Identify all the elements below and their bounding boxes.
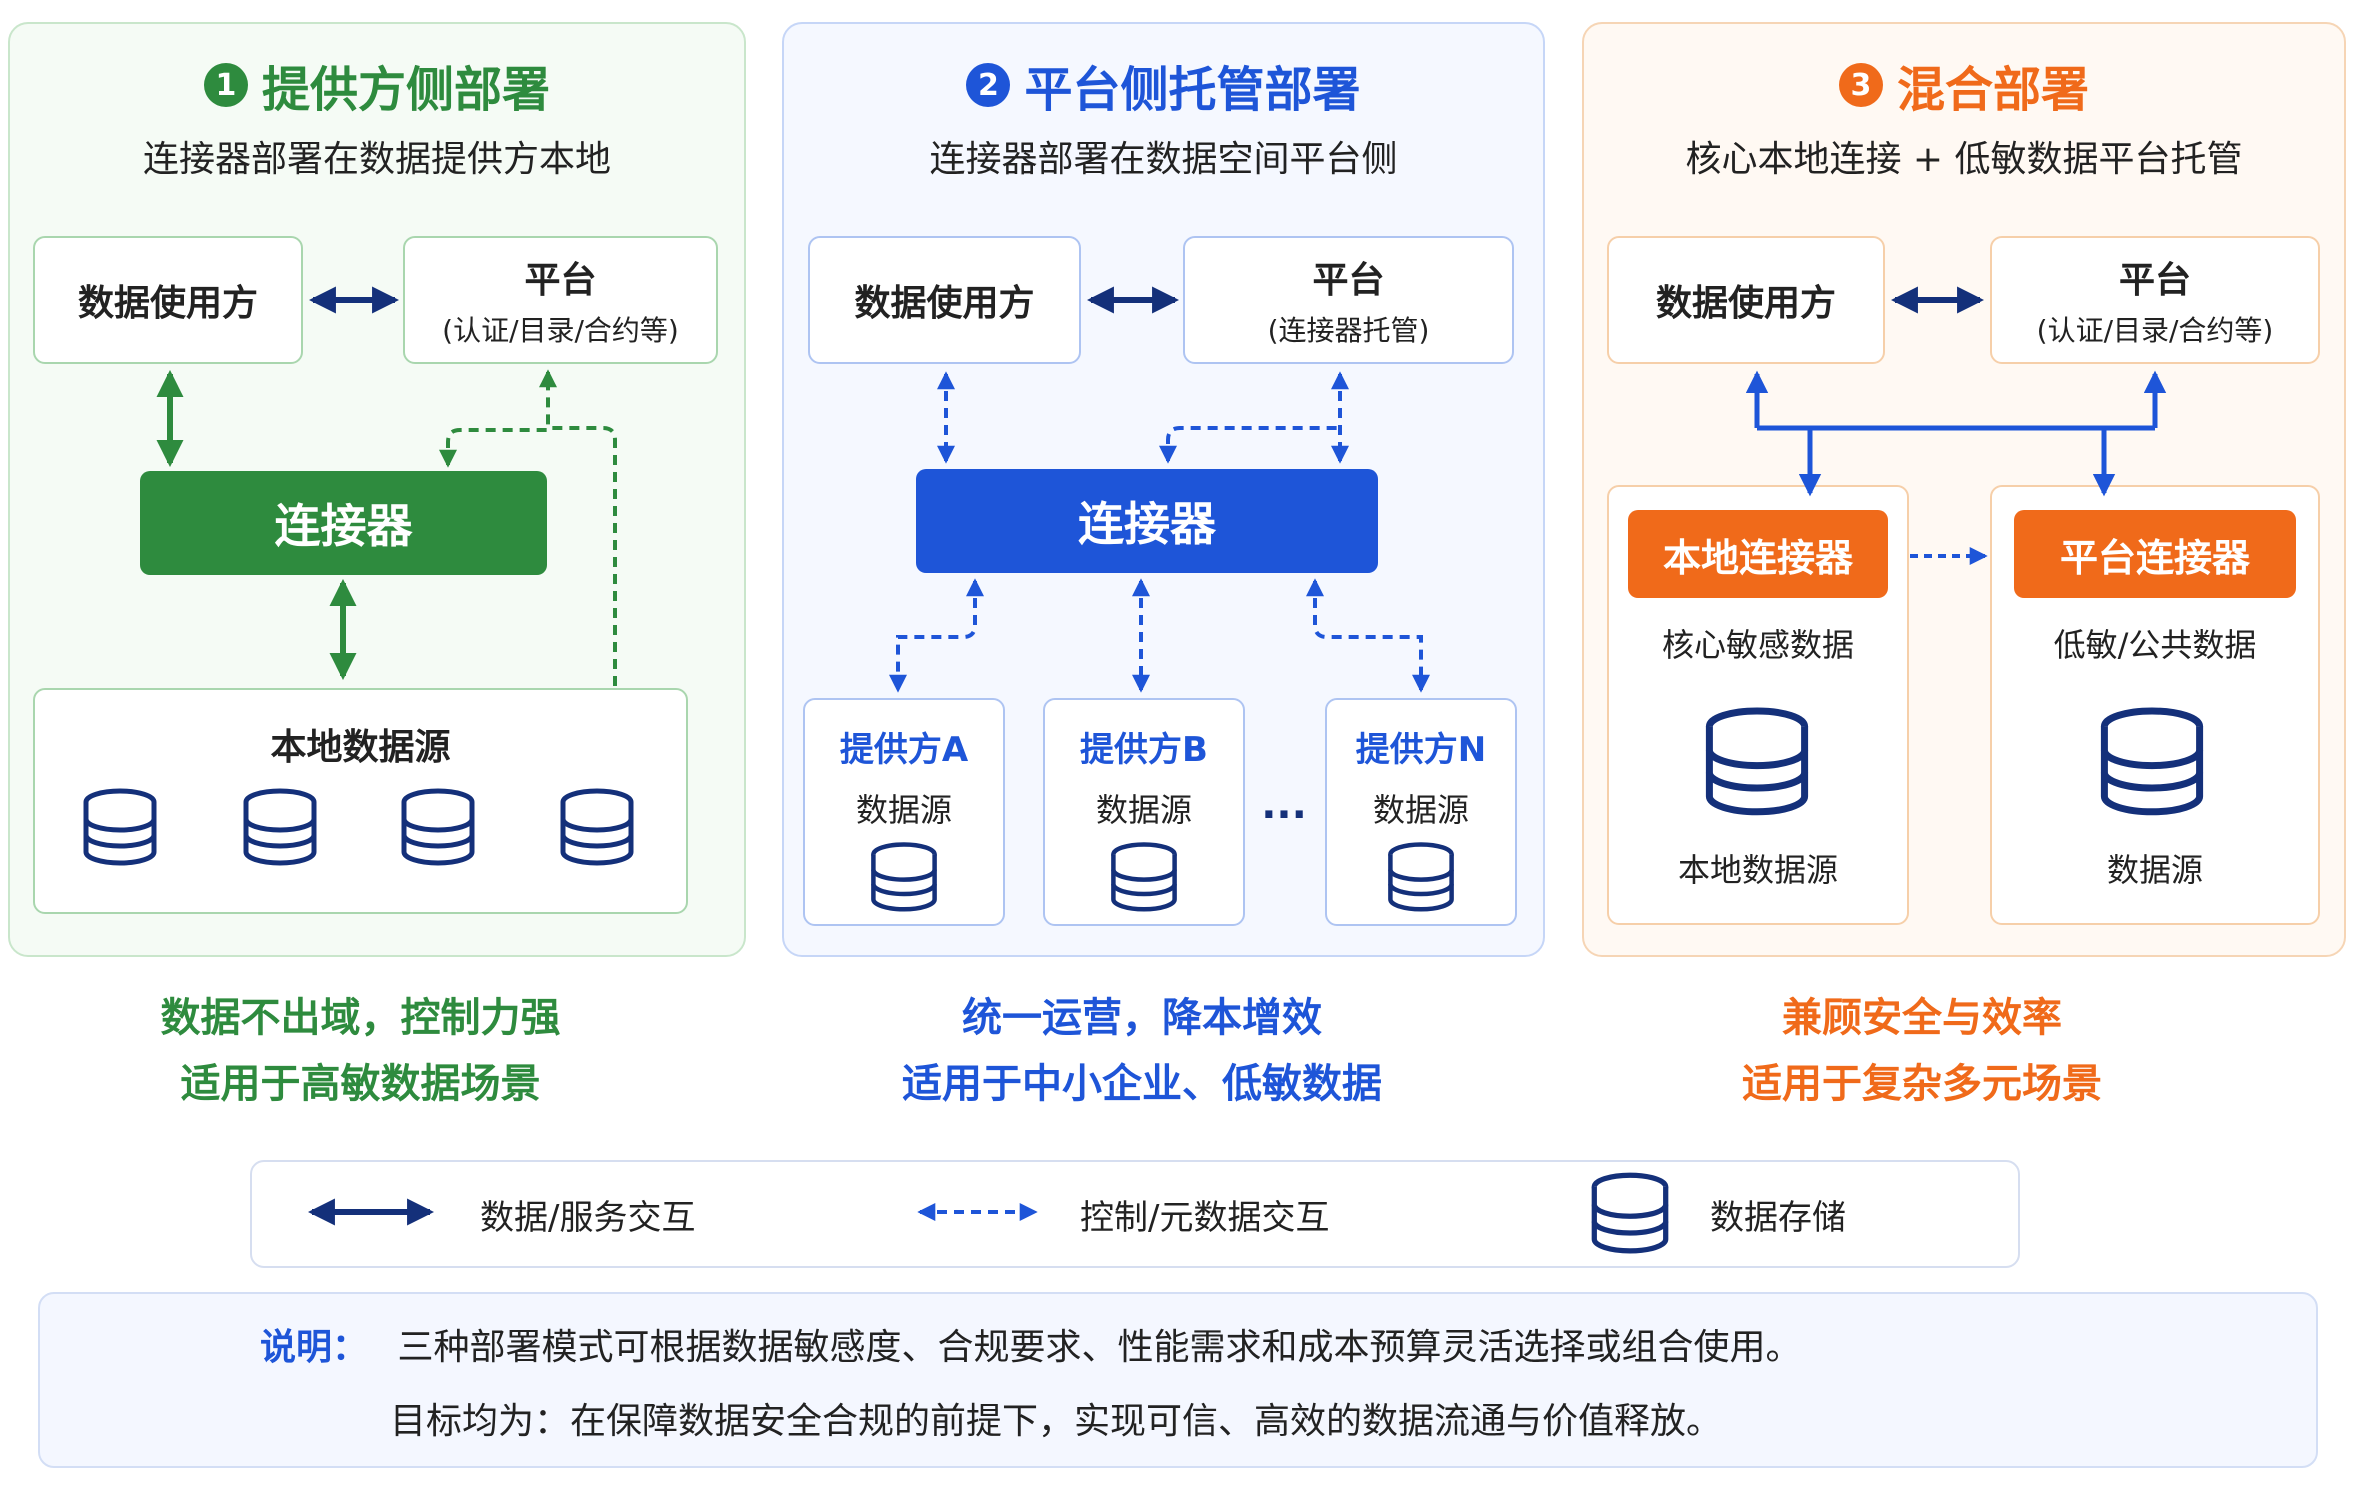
legend xyxy=(250,1160,2020,1268)
note-box xyxy=(38,1292,2318,1468)
note-line-2: 目标均为：在保障数据安全合规的前提下，实现可信、高效的数据流通与价值释放。 xyxy=(390,1401,1723,1442)
panel3-platform-store-label: 数据源 xyxy=(2106,851,2203,889)
panel2-provider-a-label: 提供方A xyxy=(839,730,969,770)
panel3-platform-connector: 平台连接器 xyxy=(2014,510,2296,598)
panel3-title-text: 混合部署 xyxy=(1896,62,2089,118)
legend-storage-label: 数据存储 xyxy=(1710,1198,1846,1238)
panel3-footer: 兼顾安全与效率 适用于复杂多元场景 xyxy=(1582,985,2262,1117)
note-line-1: 说明： 三种部署模式可根据数据敏感度、合规要求、性能需求和成本预算灵活选择或组合… xyxy=(260,1318,1801,1370)
legend-solid-label: 数据/服务交互 xyxy=(480,1198,696,1238)
panel1-number-badge: 1 xyxy=(203,63,248,107)
panel1-subtitle: 连接器部署在数据提供方本地 xyxy=(142,139,611,180)
panel1-local-source-box: 本地数据源 xyxy=(33,688,688,914)
panel1-title-text: 提供方侧部署 xyxy=(261,62,550,118)
panel1-connector: 连接器 xyxy=(140,471,547,575)
panel3-footer-line1: 兼顾安全与效率 xyxy=(1782,995,2062,1041)
panel3-local-sub: 核心敏感数据 xyxy=(1661,626,1854,664)
panel1-consumer-label: 数据使用方 xyxy=(77,283,258,324)
panel1-title: 1 提供方侧部署 xyxy=(8,50,746,120)
panel2-provider-a-sub: 数据源 xyxy=(855,791,952,829)
panel2-footer-line2: 适用于中小企业、低敏数据 xyxy=(902,1061,1382,1107)
panel1-footer: 数据不出域，控制力强 适用于高敏数据场景 xyxy=(8,985,713,1117)
panel2-platform-box: 平台 (连接器托管) xyxy=(1183,236,1514,364)
panel2-subtitle: 连接器部署在数据空间平台侧 xyxy=(929,139,1398,180)
panel3-consumer-box: 数据使用方 xyxy=(1607,236,1885,364)
panel3-subtitle: 核心本地连接 + 低敏数据平台托管 xyxy=(1685,139,2243,180)
panel1-platform-sub: (认证/目录/合约等) xyxy=(442,314,679,347)
panel2-provider-n-sub: 数据源 xyxy=(1372,791,1469,829)
panel2-provider-b-box: 提供方B 数据源 xyxy=(1043,698,1245,926)
panel3-local-connector: 本地连接器 xyxy=(1628,510,1888,598)
note-label: 说明： xyxy=(260,1327,369,1368)
panel3-number-badge: 3 xyxy=(1838,63,1883,107)
legend-dashed-label: 控制/元数据交互 xyxy=(1080,1198,1330,1238)
panel2-connector: 连接器 xyxy=(916,469,1378,573)
panel2-provider-b-label: 提供方B xyxy=(1080,730,1208,770)
panel2-platform-sub: (连接器托管) xyxy=(1267,314,1430,347)
panel2-number-badge: 2 xyxy=(966,63,1011,107)
panel2-footer: 统一运营，降本增效 适用于中小企业、低敏数据 xyxy=(782,985,1502,1117)
panel2-provider-n-label: 提供方N xyxy=(1355,730,1487,770)
note-text-1: 三种部署模式可根据数据敏感度、合规要求、性能需求和成本预算灵活选择或组合使用。 xyxy=(397,1327,1802,1368)
panel1-footer-line2: 适用于高敏数据场景 xyxy=(180,1061,541,1107)
panel3-consumer-label: 数据使用方 xyxy=(1655,283,1836,324)
panel2-consumer-box: 数据使用方 xyxy=(808,236,1081,364)
panel2-consumer-label: 数据使用方 xyxy=(854,283,1035,324)
panel3-platform-sub: (认证/目录/合约等) xyxy=(2036,314,2274,347)
panel2-provider-n-box: 提供方N 数据源 xyxy=(1325,698,1517,926)
panel1-platform-box: 平台 (认证/目录/合约等) xyxy=(403,236,718,364)
panel2-title: 2 平台侧托管部署 xyxy=(782,50,1545,120)
panel1-platform-label: 平台 xyxy=(524,260,597,301)
panel3-local-store-label: 本地数据源 xyxy=(1677,851,1838,889)
panel3-platform-conn-sub: 低敏/公共数据 xyxy=(2053,626,2257,664)
panel1-local-source-label: 本地数据源 xyxy=(270,727,451,768)
panel3-platform-box: 平台 (认证/目录/合约等) xyxy=(1990,236,2320,364)
panel2-platform-label: 平台 xyxy=(1312,260,1385,301)
panel2-provider-a-box: 提供方A 数据源 xyxy=(803,698,1005,926)
panel1-footer-line1: 数据不出域，控制力强 xyxy=(160,995,561,1041)
panel3-title: 3 混合部署 xyxy=(1582,50,2346,120)
panel2-footer-line1: 统一运营，降本增效 xyxy=(962,995,1322,1041)
panel3-platform-label: 平台 xyxy=(2118,260,2191,301)
panel2-title-text: 平台侧托管部署 xyxy=(1024,62,1361,118)
panel2-ellipsis: ... xyxy=(1261,782,1307,828)
panel1-consumer-box: 数据使用方 xyxy=(33,236,303,364)
panel2-provider-b-sub: 数据源 xyxy=(1095,791,1192,829)
panel3-footer-line2: 适用于复杂多元场景 xyxy=(1742,1061,2102,1107)
